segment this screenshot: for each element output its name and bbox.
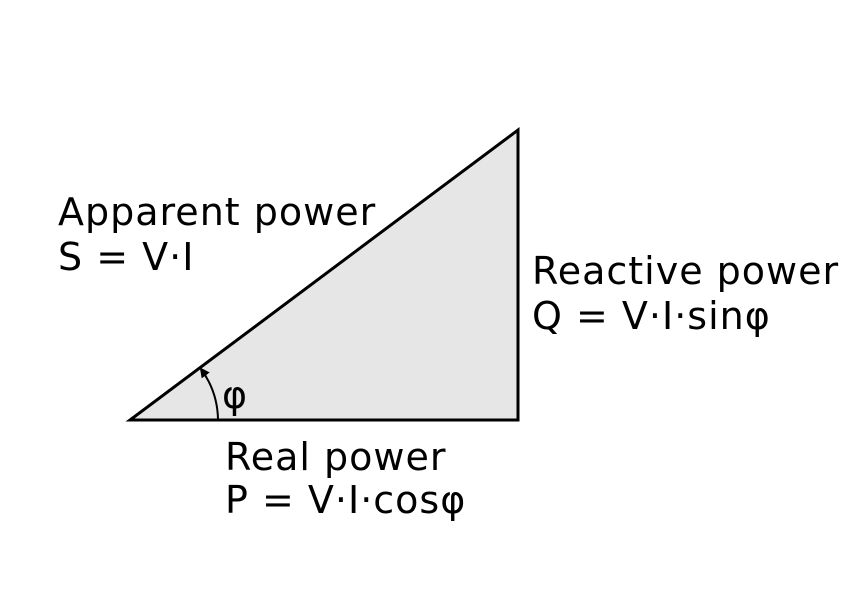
power-triangle (125, 127, 520, 422)
angle-symbol-label: φ (222, 373, 248, 417)
apparent-power-label: Apparent power (58, 190, 376, 234)
reactive-power-label: Reactive power (532, 249, 839, 293)
reactive-power-formula: Q = V·I·sinφ (532, 294, 771, 338)
real-power-formula: P = V·I·cosφ (225, 478, 466, 522)
apparent-power-formula: S = V·I (58, 235, 194, 279)
angle-arc-arrow (199, 367, 219, 421)
real-power-label: Real power (225, 435, 446, 479)
